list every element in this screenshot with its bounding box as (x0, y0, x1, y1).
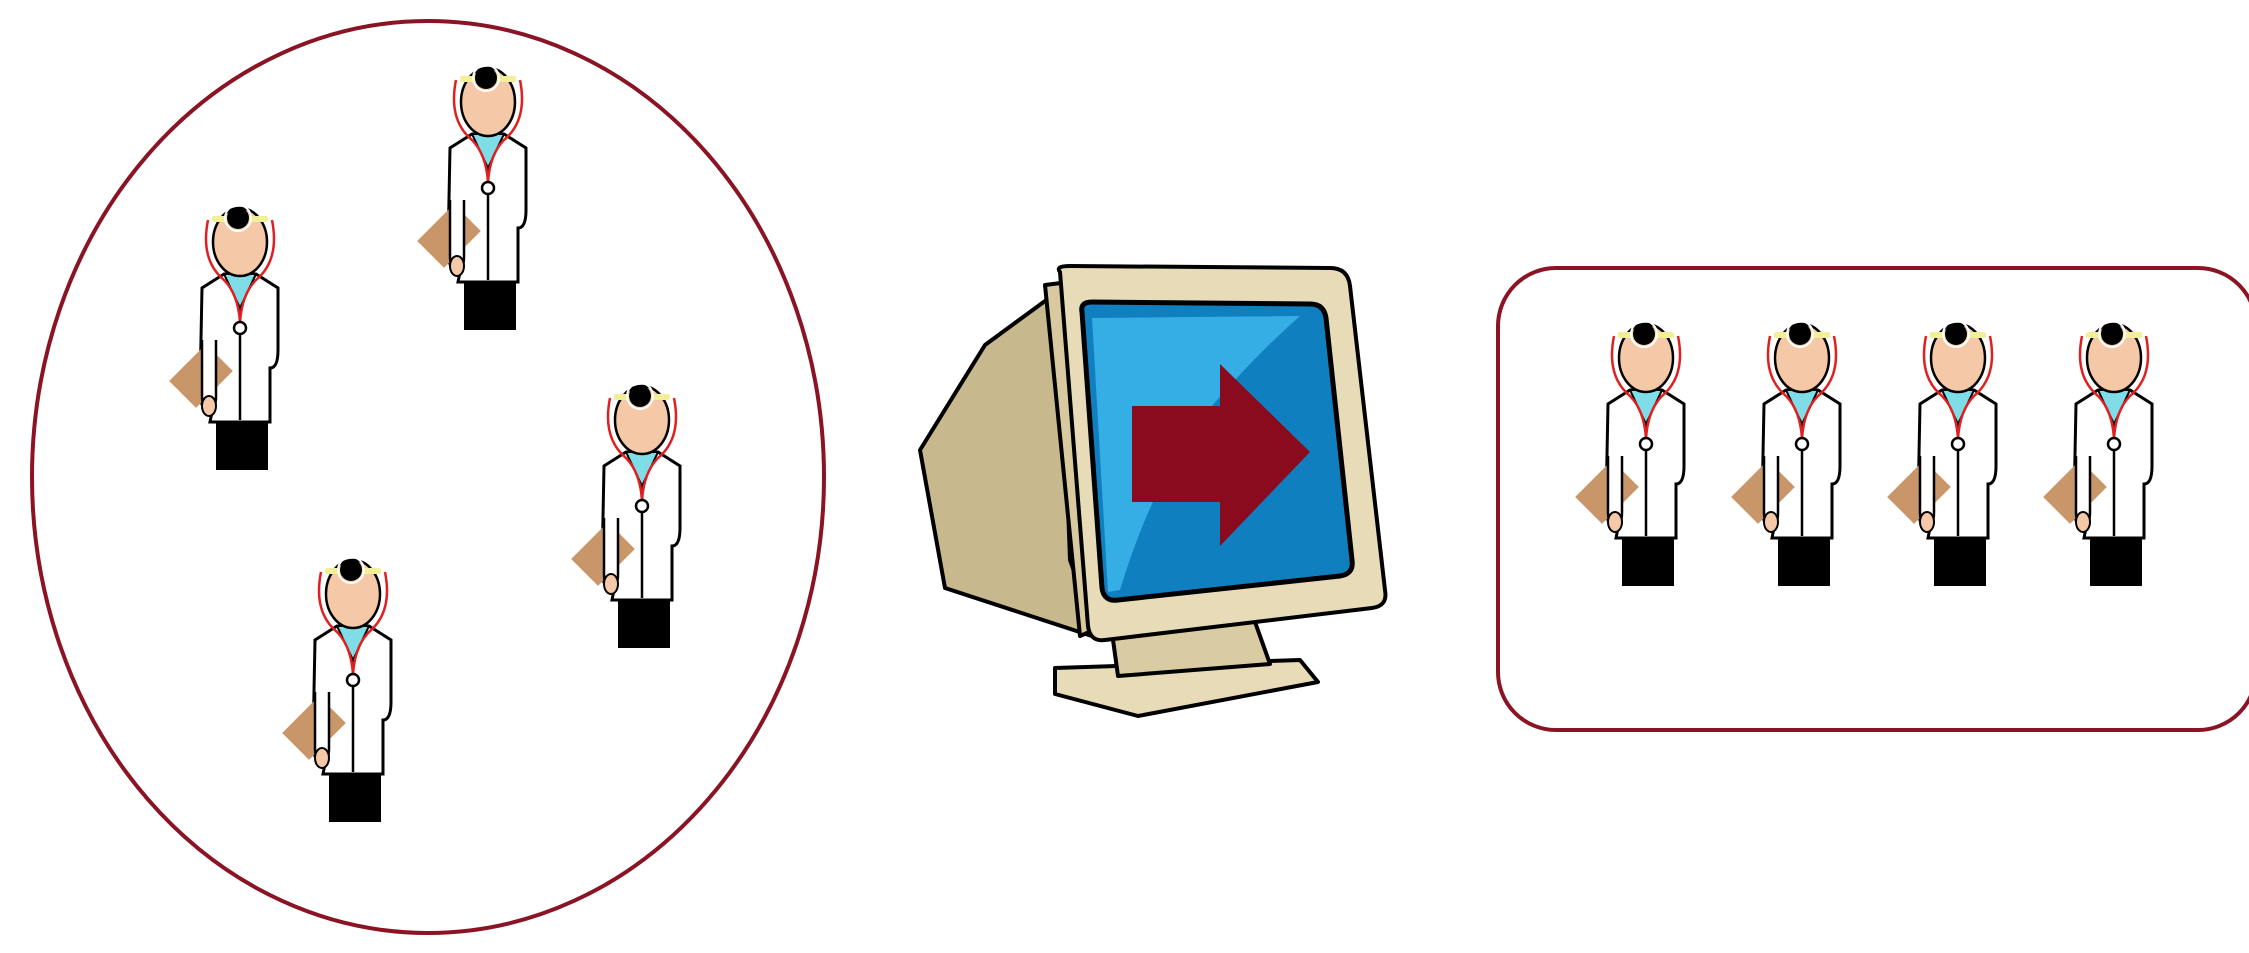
doctor-icon (571, 383, 680, 648)
doctor-icon (1887, 321, 1996, 586)
input-group-ellipse-frame (32, 21, 824, 933)
doctor-icon (169, 205, 278, 470)
doctor-icon (417, 65, 526, 330)
doctor-icon (2043, 321, 2152, 586)
input-group (32, 21, 824, 933)
output-group (1498, 268, 2249, 730)
doctor-icon (1731, 321, 1840, 586)
doctor-icon (1575, 321, 1684, 586)
doctor-icon (282, 557, 391, 822)
computer-monitor-icon (920, 266, 1385, 716)
